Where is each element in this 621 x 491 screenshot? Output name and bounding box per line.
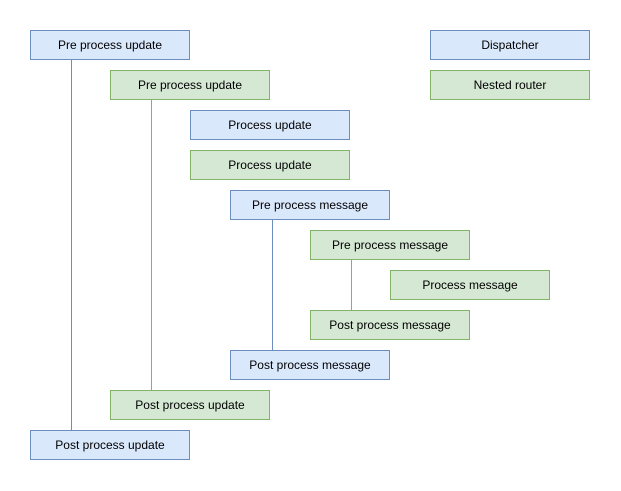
flow-node[interactable]: Pre process update	[110, 70, 270, 100]
flow-node[interactable]: Post process update	[110, 390, 270, 420]
flow-node-label: Post process message	[329, 318, 451, 332]
flow-node-label: Pre process message	[331, 238, 449, 252]
legend-item-label: Nested router	[473, 78, 547, 92]
flow-node[interactable]: Pre process message	[230, 190, 390, 220]
flow-node-label: Process message	[422, 278, 518, 292]
connector-n6-to-n8	[351, 260, 352, 310]
legend-item-label: Dispatcher	[481, 38, 539, 52]
flow-node-label: Post process message	[249, 358, 371, 372]
flow-node-label: Pre process update	[137, 78, 243, 92]
flow-node-label: Process update	[228, 158, 312, 172]
flow-node-label: Post process update	[135, 398, 245, 412]
flow-node-label: Post process update	[55, 438, 165, 452]
flow-node-label: Pre process message	[251, 198, 369, 212]
flow-node[interactable]: Process message	[390, 270, 550, 300]
connector-n5-to-n9	[272, 220, 273, 350]
flow-node[interactable]: Post process message	[230, 350, 390, 380]
flow-node[interactable]: Pre process message	[310, 230, 470, 260]
connector-n1-to-n11	[71, 60, 72, 430]
legend-item-router: Nested router	[430, 70, 590, 100]
connector-n2-to-n10	[151, 100, 152, 390]
flow-node-label: Pre process update	[57, 38, 163, 52]
flow-node[interactable]: Post process update	[30, 430, 190, 460]
flow-node[interactable]: Process update	[190, 150, 350, 180]
flow-node[interactable]: Process update	[190, 110, 350, 140]
flow-node[interactable]: Post process message	[310, 310, 470, 340]
flow-node-label: Process update	[228, 118, 312, 132]
flow-node[interactable]: Pre process update	[30, 30, 190, 60]
legend-item-dispatcher: Dispatcher	[430, 30, 590, 60]
